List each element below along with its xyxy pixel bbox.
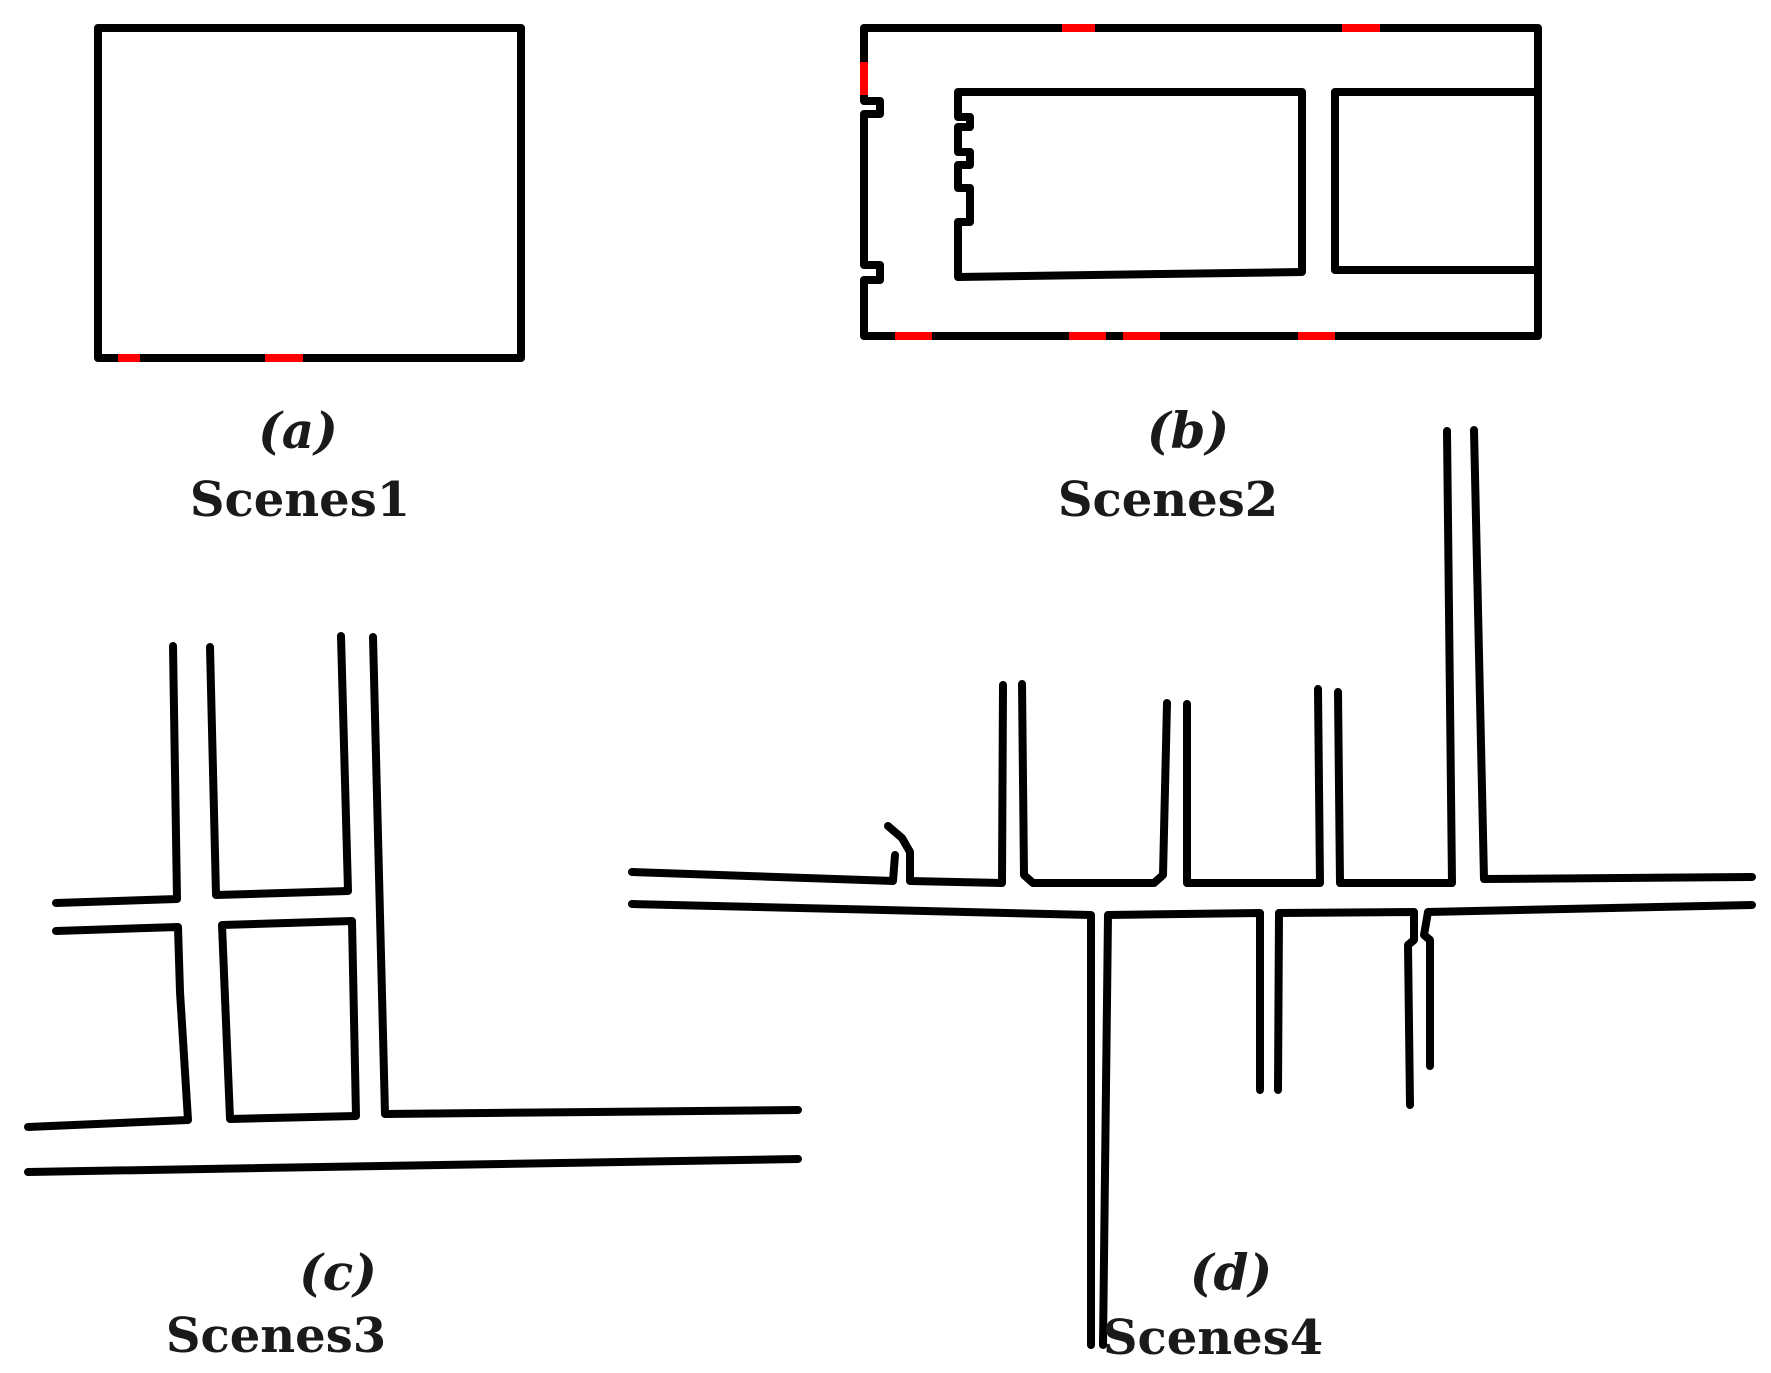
panel-d-wall-lower-vertical xyxy=(1099,909,1264,1349)
panel-a-room-outline xyxy=(94,24,525,362)
panel-c-wall-bottom xyxy=(24,1155,802,1176)
panel-d-wall-upper-left xyxy=(628,851,899,885)
panel-d-letter: (d) xyxy=(1190,1243,1272,1302)
panel-a: (a) Scenes1 xyxy=(94,24,525,528)
panel-d-wall-branch-1 xyxy=(1018,680,1171,887)
panel-d-wall-lower-branch-1 xyxy=(1274,908,1418,1109)
panel-b-letter: (b) xyxy=(1147,401,1229,460)
panel-d-wall-branch-3 xyxy=(1334,427,1456,887)
panel-d-wall-branch-2 xyxy=(1183,685,1324,887)
panel-d-title: Scenes4 xyxy=(1103,1310,1323,1366)
panel-d-wall-lower-branch-2 xyxy=(1420,901,1756,1070)
panel-c-wall-left-block xyxy=(24,923,192,1131)
panel-b-inner-wall xyxy=(954,88,1306,281)
panel-d-wall-lower-left xyxy=(628,900,1095,1349)
panel-a-letter: (a) xyxy=(258,401,338,460)
panel-c-wall-inner-block xyxy=(218,917,360,1123)
panel-c: (c) Scenes3 xyxy=(24,632,802,1364)
panel-b-title: Scenes2 xyxy=(1058,472,1278,528)
panel-b: (b) Scenes2 xyxy=(860,24,1542,528)
panel-c-wall-long-corner xyxy=(369,633,802,1118)
panel-d: (d) Scenes4 xyxy=(628,426,1756,1366)
panel-b-outer-wall xyxy=(860,24,1542,340)
panel-c-wall-top-left xyxy=(52,642,181,907)
panel-d-wall-upper-stub xyxy=(884,681,1007,887)
panel-d-wall-branch-4 xyxy=(1470,426,1756,883)
panel-c-wall-top-mid xyxy=(206,632,352,899)
panel-c-letter: (c) xyxy=(299,1243,377,1302)
panel-c-title: Scenes3 xyxy=(166,1308,386,1364)
panel-a-title: Scenes1 xyxy=(190,472,410,528)
